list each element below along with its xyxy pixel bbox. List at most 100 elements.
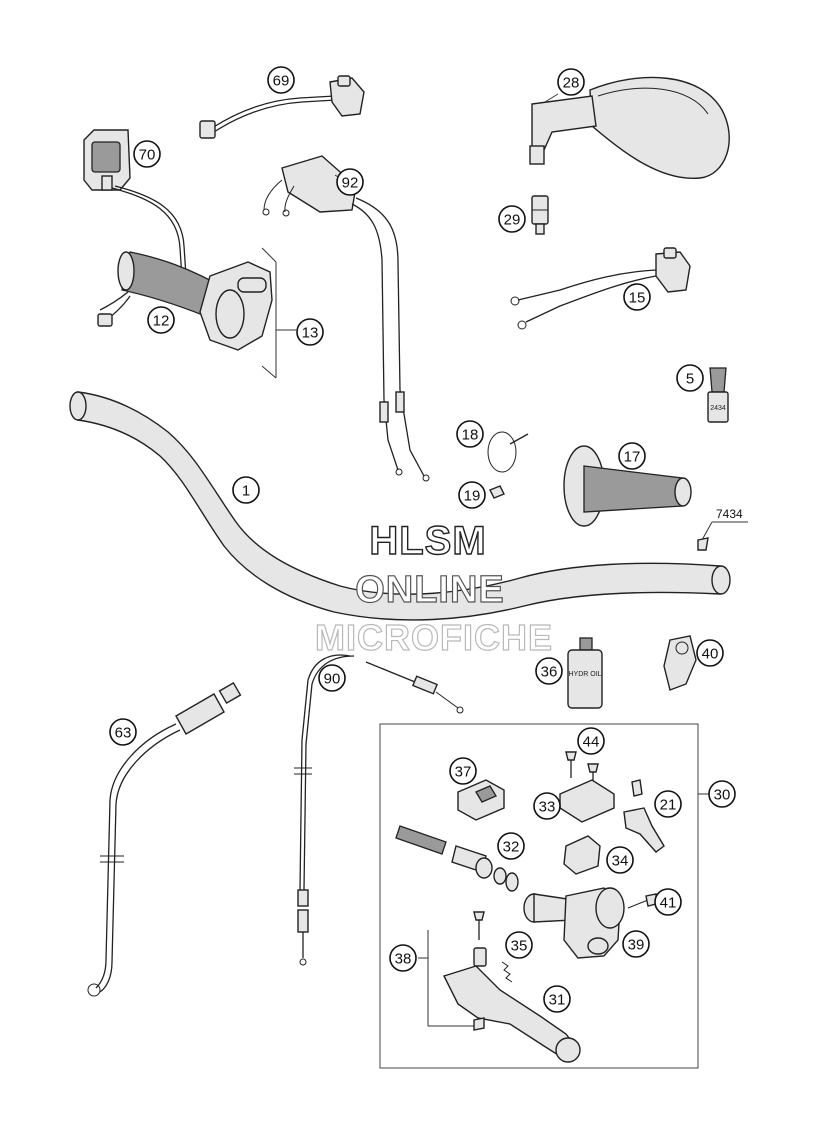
watermark: HLSM ONLINE MICROFICHE: [314, 518, 553, 658]
part-92-throttle-cables: [262, 155, 430, 482]
part-1-handlebar: [69, 391, 731, 621]
callout-41: 41: [654, 888, 682, 916]
callout-number: 38: [395, 951, 412, 968]
reference-7434: 7434: [697, 507, 748, 551]
callout-31: 31: [543, 985, 571, 1013]
callout-circle: [109, 718, 137, 746]
callout-13: 13: [296, 318, 324, 346]
callout-circle: [654, 888, 682, 916]
svg-text:2434: 2434: [710, 405, 726, 412]
callout-90: 90: [318, 664, 346, 692]
callout-circle: [696, 639, 724, 667]
part-21-lever-part: [623, 779, 665, 853]
callout-circle: [577, 727, 605, 755]
part-30-kit-frame: [379, 723, 699, 1069]
callout-circle: [498, 205, 526, 233]
callout-circle: [505, 931, 533, 959]
part-13-throttle-housing: [199, 247, 296, 379]
callout-37: 37: [449, 757, 477, 785]
callout-69: 69: [267, 66, 295, 94]
part-19-clip: [489, 485, 505, 499]
reference-7434-label: 7434: [716, 507, 743, 521]
callout-number: 19: [464, 488, 481, 505]
callout-circle: [622, 930, 650, 958]
callout-15: 15: [623, 283, 651, 311]
callout-number: 63: [115, 725, 132, 742]
callout-circle: [458, 481, 486, 509]
part-33-reservoir-cap: [559, 779, 615, 823]
callout-32: 32: [497, 832, 525, 860]
callout-36: 36: [535, 657, 563, 685]
callout-29: 29: [498, 205, 526, 233]
part-35-spring: [501, 961, 513, 983]
part-37-cover: [457, 779, 505, 821]
callout-circle: [449, 757, 477, 785]
callout-18: 18: [456, 420, 484, 448]
callout-circle: [318, 664, 346, 692]
callout-92: 92: [336, 168, 364, 196]
part-15-switch-cable: [510, 247, 691, 330]
callout-5: 5: [676, 364, 704, 392]
callout-number: 70: [139, 147, 156, 164]
part-90-cable: [294, 654, 464, 966]
callout-number: 18: [462, 427, 479, 444]
callout-63: 63: [109, 718, 137, 746]
callout-circle: [336, 168, 364, 196]
callout-circle: [267, 66, 295, 94]
callout-19: 19: [458, 481, 486, 509]
callout-circle: [133, 140, 161, 168]
callout-number: 40: [702, 646, 719, 663]
callout-17: 17: [618, 442, 646, 470]
part-38-pin: [418, 911, 487, 1027]
callout-number: 90: [324, 671, 341, 688]
callout-circle: [232, 476, 260, 504]
part-5-small-tube: 2434: [707, 367, 729, 423]
watermark-line2: ONLINE: [355, 569, 505, 611]
callout-34: 34: [606, 846, 634, 874]
callout-number: 15: [629, 290, 646, 307]
callout-circle: [456, 420, 484, 448]
callout-38: 38: [389, 944, 417, 972]
callout-number: 12: [153, 313, 170, 330]
callout-number: 5: [686, 371, 694, 388]
callout-number: 39: [628, 937, 645, 954]
callout-number: 1: [242, 483, 250, 500]
watermark-line3: MICROFICHE: [315, 617, 553, 658]
part-39-master-cylinder: [523, 887, 625, 959]
callout-circle: [147, 306, 175, 334]
callout-circle: [535, 657, 563, 685]
callout-21: 21: [654, 790, 682, 818]
callout-30: 30: [708, 780, 736, 808]
part-69-switch-cable: [199, 75, 365, 139]
callout-number: 34: [612, 853, 629, 870]
callout-number: 36: [541, 664, 558, 681]
callout-circle: [654, 790, 682, 818]
callout-circle: [389, 944, 417, 972]
callout-number: 32: [503, 839, 520, 856]
part-63-clutch-cable: [87, 681, 242, 997]
callout-circle: [533, 792, 561, 820]
callout-number: 13: [302, 325, 319, 342]
callout-35: 35: [505, 931, 533, 959]
callout-circle: [618, 442, 646, 470]
part-41-bolt: [627, 893, 657, 909]
callout-number: 21: [660, 797, 677, 814]
callout-circle: [676, 364, 704, 392]
callout-70: 70: [133, 140, 161, 168]
part-34-seal: [563, 835, 601, 875]
callout-28: 28: [557, 68, 585, 96]
part-40-clamp: [663, 635, 697, 691]
callout-number: 41: [660, 895, 677, 912]
callout-number: 29: [504, 212, 521, 229]
part-28-mirror: [529, 76, 730, 179]
part-17-grip: [563, 445, 692, 527]
callout-12: 12: [147, 306, 175, 334]
callout-number: 69: [273, 73, 290, 90]
callout-40: 40: [696, 639, 724, 667]
callout-number: 33: [539, 799, 556, 816]
callout-1: 1: [232, 476, 260, 504]
part-70-kill-switch: [83, 129, 187, 279]
part-18-cable-tie: [487, 431, 529, 473]
